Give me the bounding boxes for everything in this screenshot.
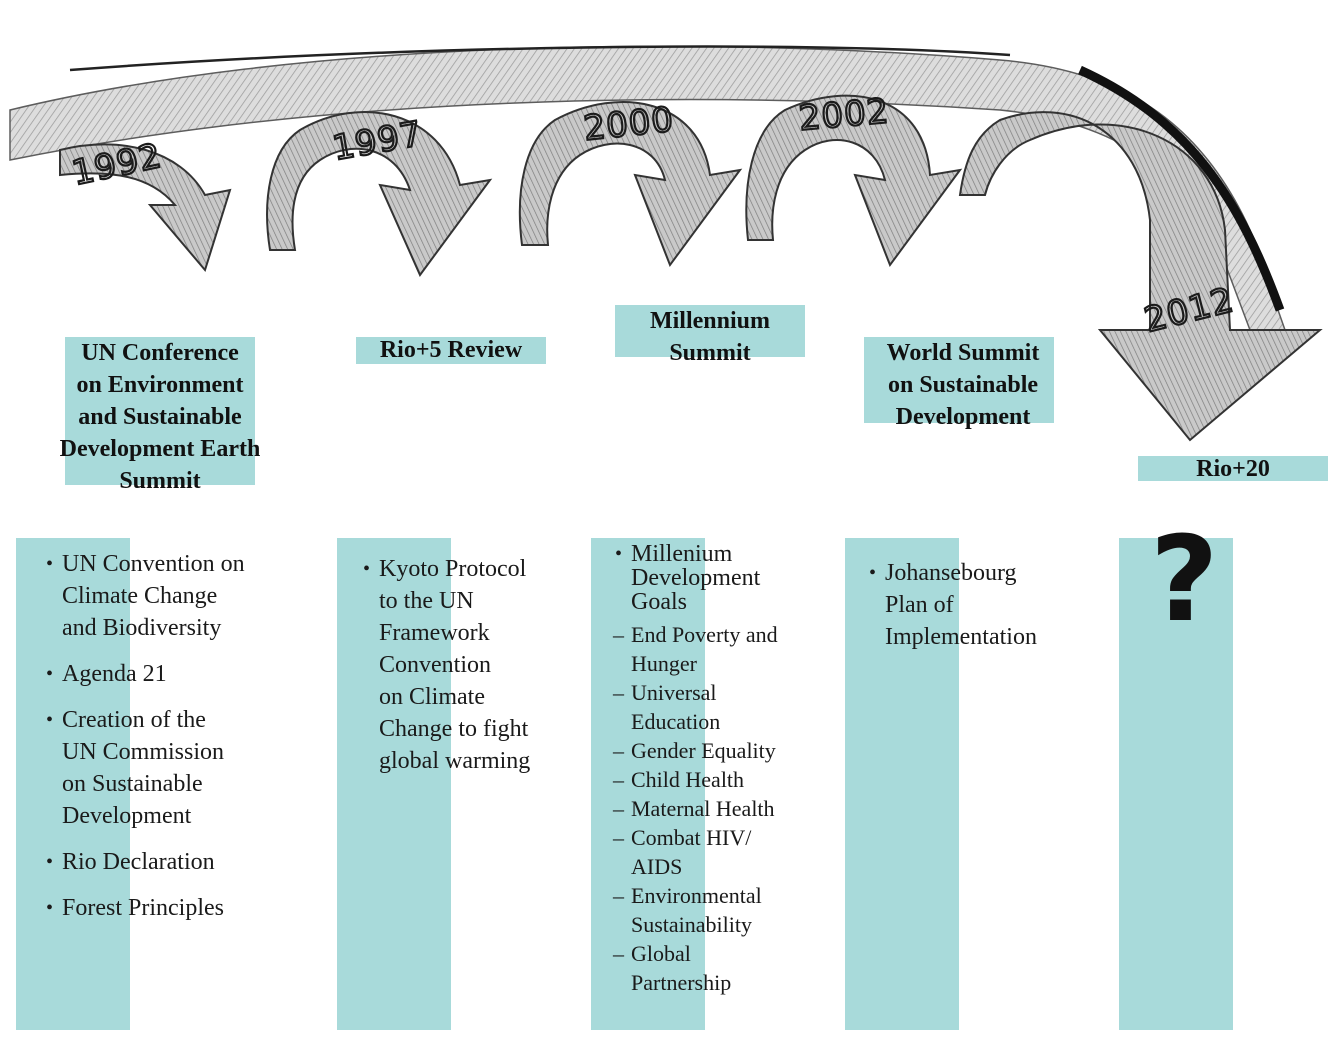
list-item: End Poverty and Hunger: [613, 620, 835, 678]
event-title-1992: UN Conference on Environment and Sustain…: [65, 337, 255, 485]
list-item: Millenium Development Goals: [615, 542, 835, 614]
list-item: Creation of the UN Commission on Sustain…: [46, 704, 306, 832]
list-item: Maternal Health: [613, 794, 835, 823]
list-item: Agenda 21: [46, 658, 306, 690]
list-item: Universal Education: [613, 678, 835, 736]
outcome-list-2002: Johansebourg Plan of Implementation: [869, 557, 1089, 653]
list-item: Environmental Sustainability: [613, 881, 835, 939]
list-item: Kyoto Protocol to the UN Framework Conve…: [363, 553, 583, 777]
list-item: Global Partnership: [613, 939, 835, 997]
outcome-list-1992: UN Convention on Climate Change and Biod…: [46, 548, 306, 924]
list-item: Forest Principles: [46, 892, 306, 924]
question-mark: ?: [1150, 520, 1218, 638]
list-item: Combat HIV/ AIDS: [613, 823, 835, 881]
event-title-2000: Millennium Summit: [615, 305, 805, 357]
list-item: Gender Equality: [613, 736, 835, 765]
event-title-2002: World Summit on Sustainable Development: [864, 337, 1054, 423]
event-title-2012: Rio+20: [1138, 456, 1328, 481]
list-item: Child Health: [613, 765, 835, 794]
outcome-list-2000: Millenium Development Goals End Poverty …: [615, 542, 835, 997]
list-item: Johansebourg Plan of Implementation: [869, 557, 1089, 653]
list-item: UN Convention on Climate Change and Biod…: [46, 548, 306, 644]
event-title-1997: Rio+5 Review: [356, 337, 546, 364]
outcome-list-1997: Kyoto Protocol to the UN Framework Conve…: [363, 553, 583, 777]
year-label: 2002: [797, 91, 891, 139]
list-item: Rio Declaration: [46, 846, 306, 878]
